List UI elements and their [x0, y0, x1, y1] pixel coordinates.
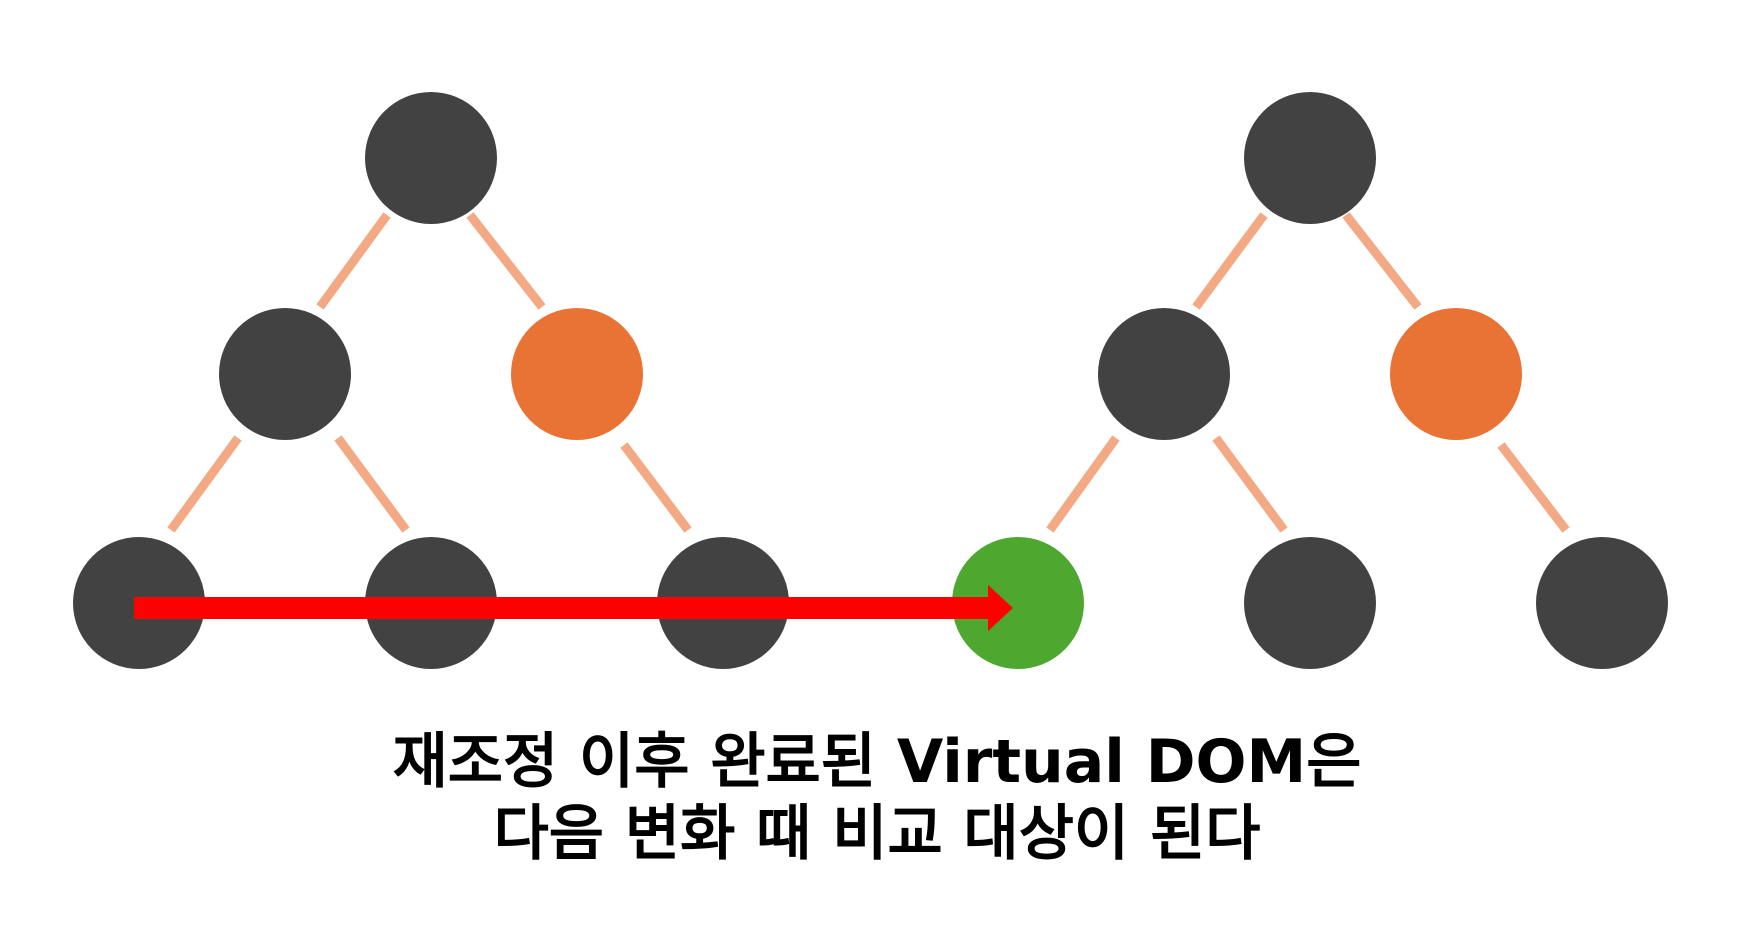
edge	[1212, 435, 1288, 533]
edge	[466, 212, 546, 310]
left-tree-nodes	[73, 92, 789, 669]
left-tree-edges	[167, 212, 692, 533]
edge	[1046, 435, 1120, 533]
comparison-arrow	[134, 585, 1013, 631]
changed-node	[511, 308, 643, 440]
leaf-node	[1536, 537, 1668, 669]
edge	[334, 435, 410, 533]
leaf-node	[1244, 537, 1376, 669]
edge	[1342, 212, 1422, 310]
arrow-head	[988, 585, 1013, 631]
edge	[1192, 212, 1268, 310]
right-tree-edges	[1046, 212, 1570, 533]
changed-node	[1390, 308, 1522, 440]
caption-line-2: 다음 변화 때 비교 대상이 된다	[493, 799, 1261, 869]
right-tree-nodes	[952, 92, 1668, 669]
edge	[316, 212, 391, 310]
caption-line-1: 재조정 이후 완료된 Virtual DOM은	[392, 727, 1362, 797]
left-child-node	[1098, 308, 1230, 440]
edge	[167, 435, 242, 533]
root-node	[1244, 92, 1376, 224]
edge	[620, 442, 692, 533]
arrow-shaft	[134, 597, 994, 619]
new-node	[952, 537, 1084, 669]
root-node	[365, 92, 497, 224]
caption: 재조정 이후 완료된 Virtual DOM은 다음 변화 때 비교 대상이 된…	[0, 726, 1754, 870]
edge	[1497, 442, 1570, 533]
left-child-node	[219, 308, 351, 440]
